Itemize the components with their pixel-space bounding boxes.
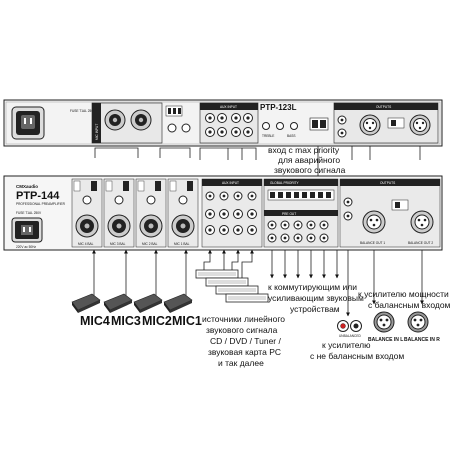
bottom-section-priority: GLOBAL PRIORITY xyxy=(270,181,299,185)
top-level-knob-2 xyxy=(181,123,191,133)
priority-callout-line-2: для аварийного xyxy=(278,155,340,165)
microphone-4 xyxy=(71,293,101,313)
preout-arrows xyxy=(270,250,339,279)
rca-plug-pair xyxy=(337,320,362,332)
top-unit-rear-panel: FUSE T1AL 250V MIC INPUT AUX INPUT xyxy=(3,99,443,147)
mic-channel-1-label: MIC 1 BAL xyxy=(174,242,190,246)
bottom-subtitle: PROFESSIONAL PREAMPLIFIER xyxy=(16,202,66,206)
bottom-brand: CMXaudio xyxy=(16,184,38,189)
mic-channel-1: MIC 1 BAL xyxy=(167,178,199,248)
top-rca-out xyxy=(337,115,347,138)
line-sources-line-2: звукового сигнала xyxy=(206,325,278,335)
bottom-xlr-out-2 xyxy=(410,210,434,234)
priority-callout-line-3: звукового сигнала xyxy=(274,165,346,175)
unbalanced-line-2: с не балансным входом xyxy=(310,351,404,361)
bottom-preout-rca-jacks xyxy=(267,220,329,243)
top-section-mic: MIC INPUT xyxy=(95,124,99,140)
xlr-plug-left xyxy=(373,311,395,333)
balanced-arrows xyxy=(372,250,424,305)
line-sources-line-4: звуковая карта PC xyxy=(208,347,281,357)
mic-channel-2: MIC 2 BAL xyxy=(135,178,167,248)
microphone-2 xyxy=(133,293,163,313)
xlr-plug-right xyxy=(407,311,429,333)
mic-channel-3-label: MIC 3 BAL xyxy=(110,242,126,246)
microphone-3 xyxy=(103,293,133,313)
line-sources-line-3: CD / DVD / Tuner / xyxy=(210,336,281,346)
switching-line-2: усиливающим звуковым xyxy=(268,293,364,303)
top-dip-switches xyxy=(165,105,183,117)
bottom-fuse-label: FUSE T1AL 250V xyxy=(16,211,42,215)
mic-channel-4-label: MIC 4 BAL xyxy=(78,242,94,246)
mic-label-4: MIC4 xyxy=(80,314,110,328)
top-xlr-combo-1 xyxy=(104,109,126,131)
top-section-aux: AUX INPUT xyxy=(220,105,237,109)
top-priority-terminal xyxy=(309,117,329,131)
mic-channel-3: MIC 3 BAL xyxy=(103,178,135,248)
top-brackets xyxy=(94,146,421,160)
top-rca-jacks xyxy=(205,113,253,137)
bottom-section-aux: AUX INPUT xyxy=(222,181,239,185)
balance-in-r-label: BALANCE IN R xyxy=(404,337,440,343)
bottom-priority-terminals xyxy=(267,189,335,201)
bottom-rca-out xyxy=(343,197,353,221)
balanced-line-2: с балансным входом xyxy=(368,300,450,310)
top-section-outputs: OUTPUTS xyxy=(376,105,391,109)
top-xlr-out-1 xyxy=(359,114,381,136)
unbalanced-connector-label: UNBALANCED xyxy=(339,334,361,338)
top-model-name: PTP-123L xyxy=(260,103,297,112)
microphone-1 xyxy=(163,293,193,313)
top-control-label-2: BASS xyxy=(287,134,296,138)
bottom-unit-rear-panel: CMXaudio PTP-144 PROFESSIONAL PREAMPLIFI… xyxy=(3,175,443,251)
mic-label-1: MIC1 xyxy=(172,314,202,328)
bottom-aux-rca-jacks xyxy=(205,191,257,235)
mic-label-2: MIC2 xyxy=(142,314,172,328)
bottom-xlr-out-1 xyxy=(362,210,386,234)
bottom-output-label-2: BALANCE OUT 2 xyxy=(408,241,433,245)
top-xlr-out-2 xyxy=(409,114,431,136)
bottom-power-inlet xyxy=(11,217,43,243)
switching-line-1: к коммутирующим или xyxy=(268,282,357,292)
top-fuse-label: FUSE T1AL 250V xyxy=(70,109,96,113)
line-sources-line-1: источники линейного xyxy=(202,314,285,324)
power-inlet xyxy=(11,106,45,140)
balanced-line-1: к усилителю мощности xyxy=(358,289,449,299)
cd-player-stack xyxy=(195,269,269,303)
bottom-power-label: 220V ac 50Hz xyxy=(16,245,36,249)
top-level-knob-1 xyxy=(167,123,177,133)
mic-cables xyxy=(92,249,188,296)
priority-callout-line-1: вход с max priority xyxy=(268,145,340,155)
line-sources-line-5: и так далее xyxy=(218,358,264,368)
mic-label-3: MIC3 xyxy=(111,314,141,328)
bottom-model-name: PTP-144 xyxy=(16,190,60,202)
top-xlr-combo-2 xyxy=(130,109,152,131)
unbalanced-line-1: к усилителю xyxy=(322,340,371,350)
top-control-label-1: TREBLE xyxy=(262,134,274,138)
mic-channel-4: MIC 4 BAL xyxy=(71,178,103,248)
bottom-section-outputs: OUTPUTS xyxy=(380,181,395,185)
balance-in-l-label: BALANCE IN L xyxy=(368,337,403,343)
switching-line-3: устройствам xyxy=(290,304,340,314)
bottom-section-preout: PRE OUT xyxy=(282,212,296,216)
bottom-output-label-1: BALANCE OUT 1 xyxy=(360,241,385,245)
mic-channel-2-label: MIC 2 BAL xyxy=(142,242,158,246)
